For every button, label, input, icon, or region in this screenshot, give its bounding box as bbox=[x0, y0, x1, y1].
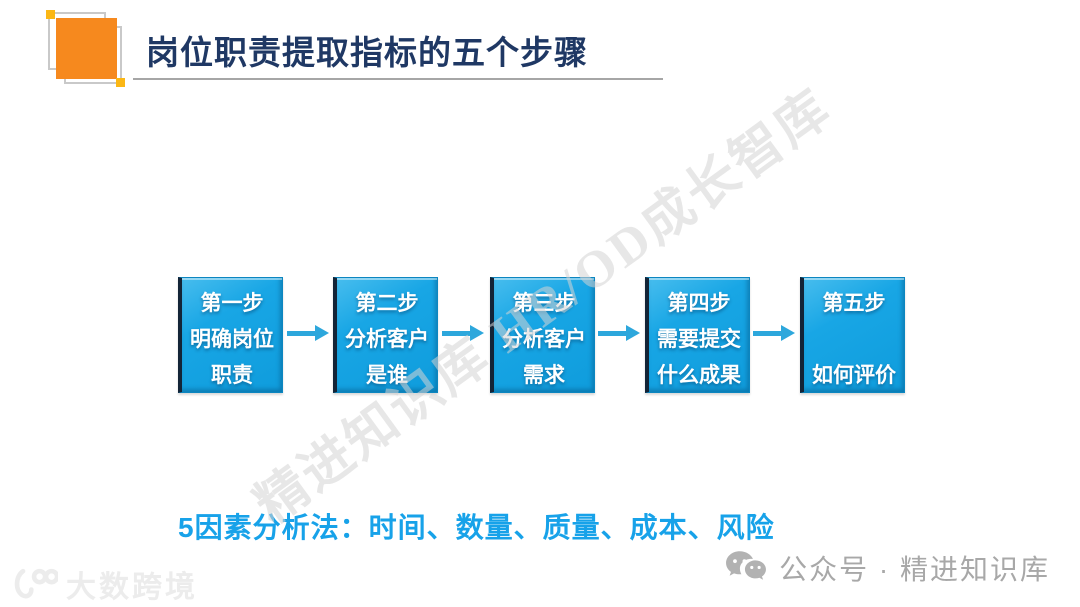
title-underline bbox=[133, 78, 663, 80]
brand-100-swoosh-icon bbox=[14, 568, 58, 599]
step-line: 第二步 bbox=[355, 291, 419, 315]
flow-step-2: 第二步 分析客户 是谁 bbox=[333, 277, 438, 393]
flow-step-5: 第五步 如何评价 bbox=[800, 277, 905, 393]
brand-logo: 大数跨境 bbox=[12, 562, 198, 606]
arrow-head bbox=[781, 325, 795, 341]
analysis-note: 5因素分析法：时间、数量、质量、成本、风险 bbox=[178, 512, 775, 543]
flow-arrow-icon bbox=[287, 325, 329, 341]
step-line: 职责 bbox=[211, 363, 253, 387]
arrow-head bbox=[626, 325, 640, 341]
arrow-stem bbox=[753, 331, 782, 336]
step-line: 是谁 bbox=[366, 363, 408, 387]
step-line: 什么成果 bbox=[657, 363, 741, 387]
flow-step-4: 第四步 需要提交 什么成果 bbox=[645, 277, 750, 393]
orange-corner-dot-top bbox=[46, 10, 55, 19]
step-line: 分析客户 bbox=[502, 327, 586, 351]
orange-square bbox=[56, 18, 117, 79]
step-line bbox=[804, 321, 904, 357]
step-line: 第四步 bbox=[667, 291, 731, 315]
wechat-bubbles-icon bbox=[726, 551, 767, 580]
brand-logo-text: 大数跨境 bbox=[66, 571, 198, 604]
flow-step-1: 第一步 明确岗位 职责 bbox=[178, 277, 283, 393]
flow-arrow-icon bbox=[753, 325, 795, 341]
arrow-stem bbox=[442, 331, 471, 336]
arrow-head bbox=[470, 325, 484, 341]
step-line: 需求 bbox=[523, 363, 565, 387]
arrow-stem bbox=[598, 331, 627, 336]
flow-step-3: 第三步 分析客户 需求 bbox=[490, 277, 595, 393]
step-line: 第五步 bbox=[822, 291, 886, 315]
arrow-stem bbox=[287, 331, 316, 336]
orange-stacked-squares-icon bbox=[45, 4, 131, 90]
step-line: 分析客户 bbox=[345, 327, 429, 351]
step-line: 明确岗位 bbox=[190, 327, 274, 351]
arrow-head bbox=[315, 325, 329, 341]
page-title: 岗位职责提取指标的五个步骤 bbox=[146, 34, 588, 71]
wechat-label: 公众号 · 精进知识库 bbox=[779, 554, 1050, 585]
step-line: 如何评价 bbox=[812, 363, 896, 387]
orange-corner-dot-bottom bbox=[116, 78, 125, 87]
step-line: 第三步 bbox=[512, 291, 576, 315]
step-line: 需要提交 bbox=[657, 327, 741, 351]
wechat-footer: 公众号 · 精进知识库 bbox=[725, 548, 1050, 588]
step-line: 第一步 bbox=[200, 291, 264, 315]
flow-arrow-icon bbox=[598, 325, 640, 341]
flow-arrow-icon bbox=[442, 325, 484, 341]
